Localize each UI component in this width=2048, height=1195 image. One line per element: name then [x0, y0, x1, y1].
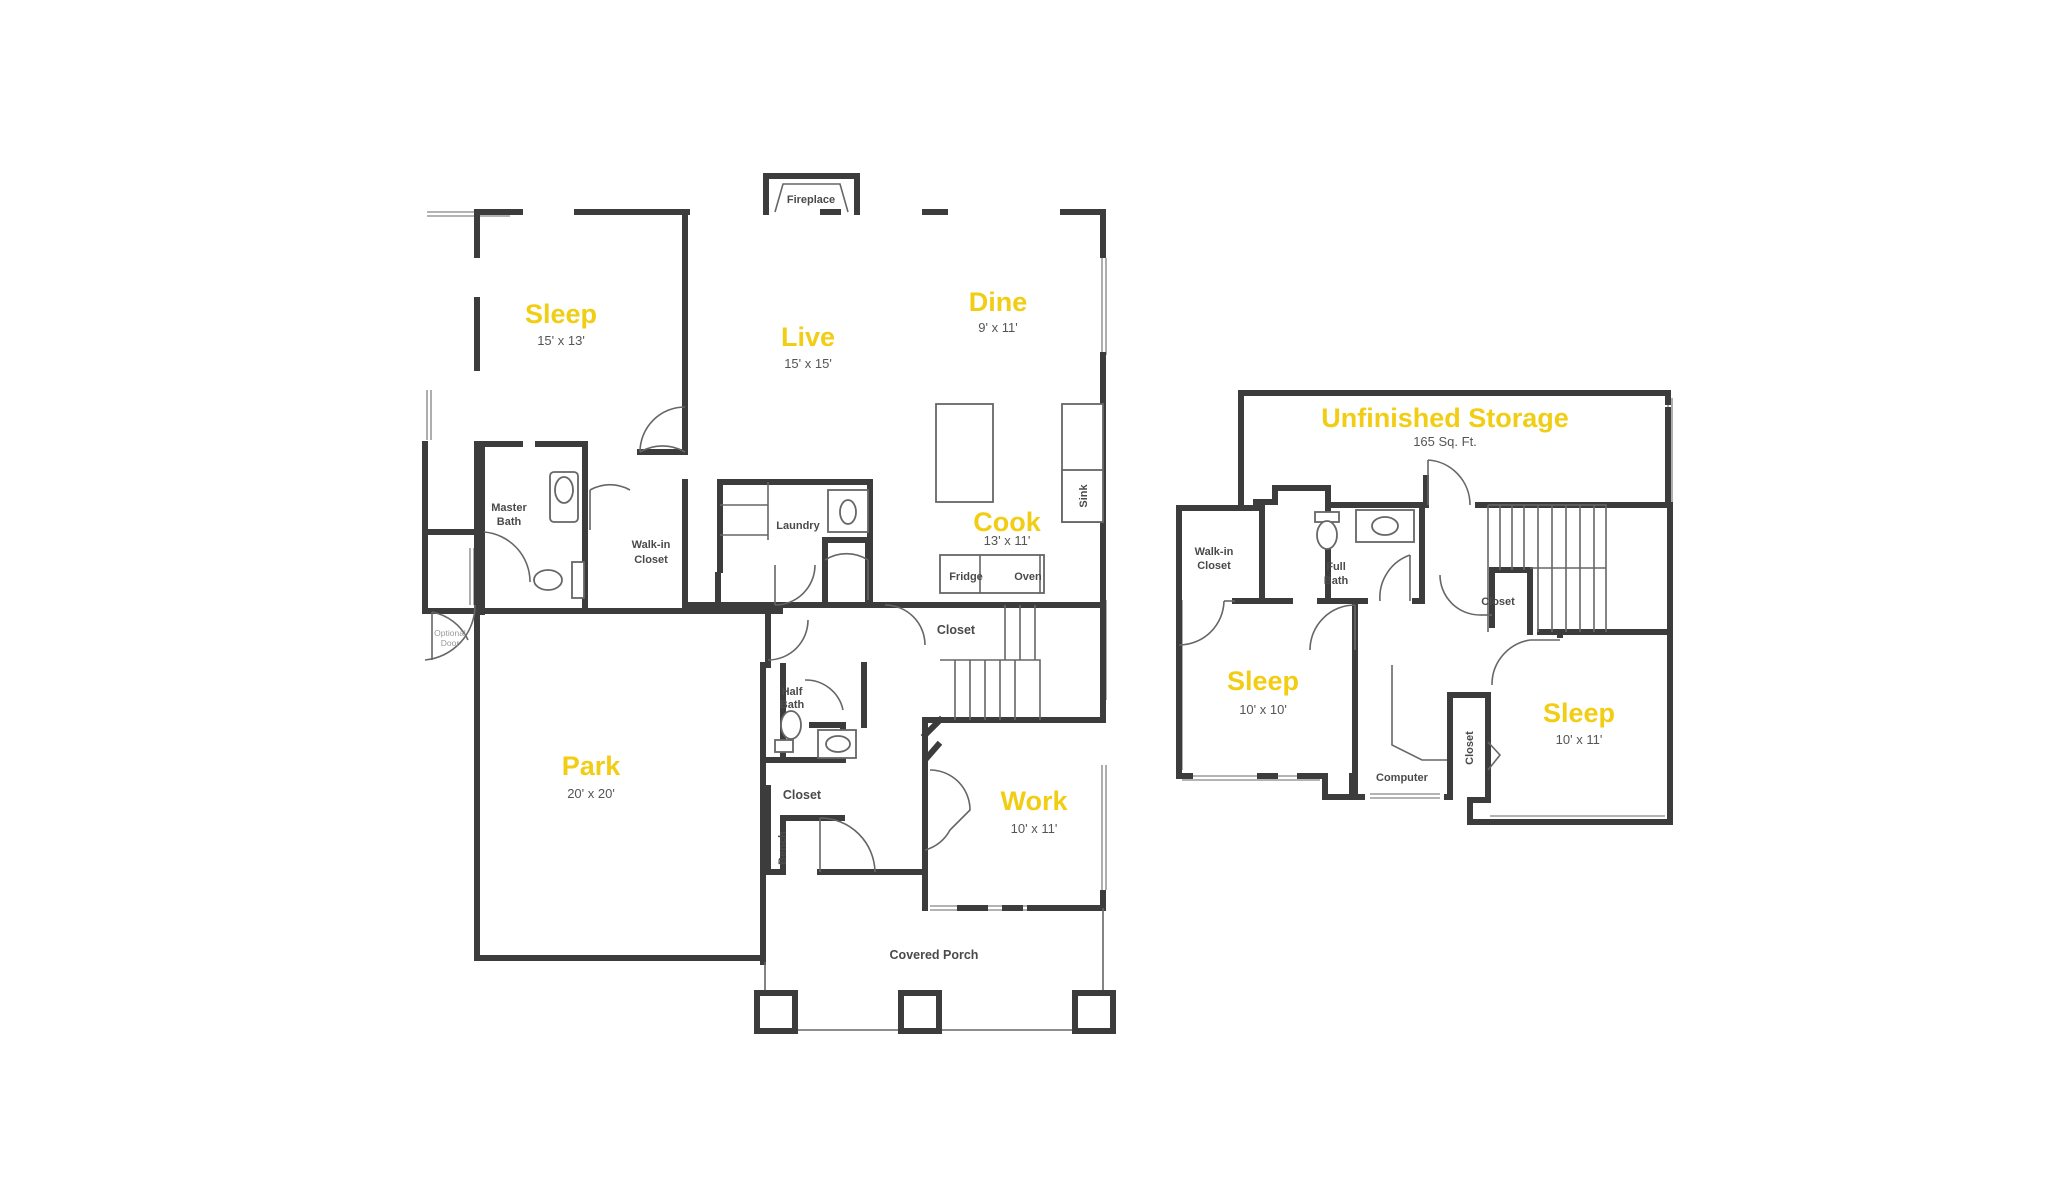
- storage-dim: 165 Sq. Ft.: [1413, 434, 1477, 449]
- fridge-label: Fridge: [949, 571, 983, 583]
- optional-door-label-2: Door: [441, 638, 460, 648]
- cook-title: Cook: [973, 507, 1041, 537]
- sleep-title: Sleep: [525, 299, 597, 329]
- door-swings: [424, 406, 971, 873]
- porch-post-right: [1072, 990, 1116, 1034]
- porch-post-left: [754, 990, 798, 1034]
- live-dim: 15' x 15': [784, 356, 832, 371]
- porch-post-center: [898, 990, 942, 1034]
- covered-porch-label: Covered Porch: [890, 948, 979, 962]
- upper-walls: [1176, 390, 1673, 825]
- upper-walk-in-closet-label-2: Closet: [1197, 560, 1231, 572]
- main-stairs: [940, 605, 1041, 720]
- upper-stairs: [1487, 504, 1607, 632]
- upper-door-swings: [1178, 459, 1560, 771]
- fireplace-label: Fireplace: [787, 194, 835, 206]
- walk-in-closet-label-1: Walk-in: [632, 539, 671, 551]
- optional-door-label-1: Optional: [434, 628, 466, 638]
- closet-label: Closet: [937, 623, 976, 637]
- upper-windows: [1177, 398, 1673, 821]
- dine-title: Dine: [969, 287, 1028, 317]
- sleep-right-dim: 10' x 11': [1556, 732, 1603, 747]
- master-bath-label-1: Master: [491, 502, 527, 514]
- sink: [1061, 469, 1104, 523]
- kitchen-island: [935, 403, 994, 503]
- bench-label: Bench: [777, 831, 789, 865]
- storage-title: Unfinished Storage: [1321, 403, 1569, 433]
- upper-closet-vertical-label: Closet: [1464, 731, 1476, 765]
- work-dim: 10' x 11': [1011, 821, 1058, 836]
- half-bath-label-2: Bath: [780, 699, 805, 711]
- closet-entry-label: Closet: [783, 788, 822, 802]
- kitchen-fixtures: [935, 403, 1104, 594]
- cook-dim: 13' x 11': [984, 533, 1031, 548]
- upper-floor: Unfinished Storage 165 Sq. Ft. Walk-in C…: [1176, 390, 1673, 825]
- computer-label: Computer: [1376, 772, 1429, 784]
- dine-dim: 9' x 11': [978, 320, 1017, 335]
- full-bath-label-2: Bath: [1324, 575, 1349, 587]
- sleep-left-dim: 10' x 10': [1239, 702, 1287, 717]
- half-bath-label-1: Half: [782, 686, 803, 698]
- master-bath-label-2: Bath: [497, 516, 522, 528]
- upper-walk-in-closet-label-1: Walk-in: [1195, 546, 1234, 558]
- upper-closet-label: Closet: [1481, 596, 1515, 608]
- sleep-right-title: Sleep: [1543, 698, 1615, 728]
- park-title: Park: [562, 751, 622, 781]
- full-bath-label-1: Full: [1326, 561, 1346, 573]
- work-title: Work: [1000, 786, 1068, 816]
- sleep-dim: 15' x 13': [537, 333, 585, 348]
- oven-label: Oven: [1014, 571, 1042, 583]
- park-dim: 20' x 20': [567, 786, 615, 801]
- main-floor: Fireplace: [422, 173, 1116, 1034]
- laundry-label: Laundry: [776, 520, 820, 532]
- sleep-left-title: Sleep: [1227, 666, 1299, 696]
- covered-porch: [754, 908, 1116, 1034]
- bath-fixtures: [533, 471, 869, 759]
- upper-bath-fixtures: [1314, 509, 1415, 550]
- fireplace: Fireplace: [763, 173, 860, 215]
- walk-in-closet-label-2: Closet: [634, 554, 668, 566]
- live-title: Live: [781, 322, 835, 352]
- sink-label: Sink: [1078, 484, 1090, 508]
